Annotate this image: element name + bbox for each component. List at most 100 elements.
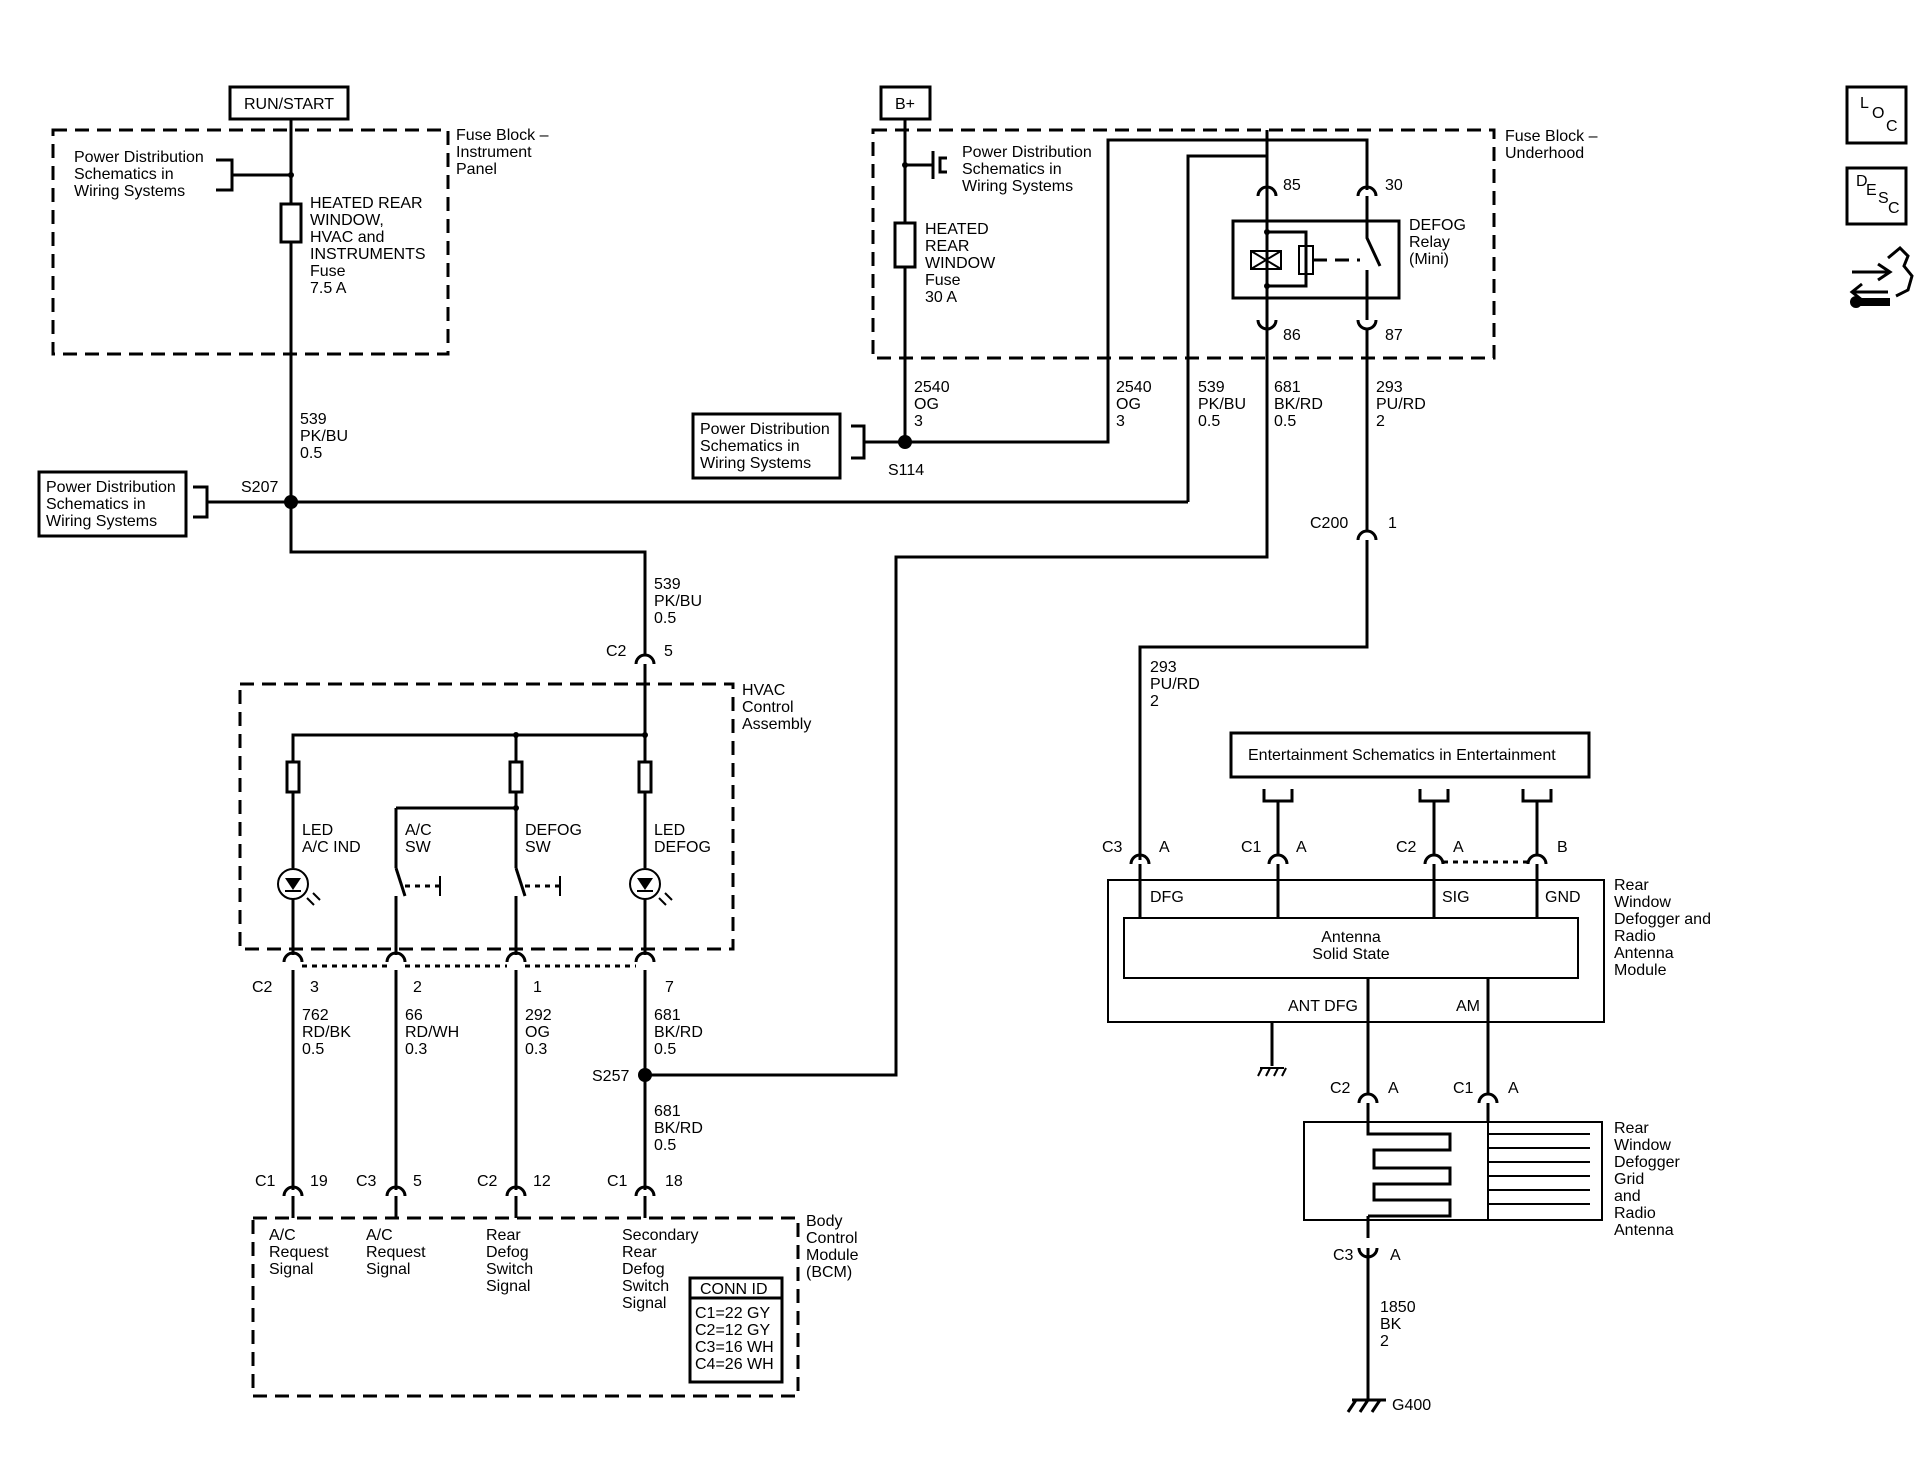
connector-c2-5-name: C2 [606, 643, 627, 660]
rear-window-grid-label: Rear Window Defogger Grid and Radio Ante… [1614, 1120, 1680, 1239]
svg-text:L: L [1860, 95, 1869, 112]
svg-text:(BCM): (BCM) [806, 1264, 852, 1281]
pin-label: 2 [413, 979, 422, 996]
fuse-block-instrument-panel [51, 128, 450, 356]
b-plus-box [879, 85, 932, 121]
svg-text:C: C [1888, 200, 1900, 217]
svg-text:3: 3 [1116, 413, 1125, 430]
wire-539-mid-label: 539 PK/BU 0.5 [654, 576, 702, 627]
pin-label: 1 [533, 979, 542, 996]
svg-text:Antenna: Antenna [1614, 1222, 1674, 1239]
bcm-signal-ac-2: A/C Request Signal [366, 1227, 426, 1278]
svg-text:Defogger: Defogger [1614, 1154, 1680, 1171]
resistor-led-ac [285, 760, 301, 794]
conn-id-table: CONN ID C1=22 GY C2=12 GY C3=16 WH C4=26… [688, 1276, 784, 1384]
svg-text:Window: Window [1614, 1137, 1671, 1154]
svg-text:Signal: Signal [269, 1261, 313, 1278]
svg-text:292: 292 [525, 1007, 552, 1024]
svg-text:Body: Body [806, 1213, 842, 1230]
desc-icon[interactable]: D E S C [1845, 166, 1908, 226]
connector-label: C2 [1330, 1080, 1351, 1097]
pin-label: A [1453, 839, 1464, 856]
resistor-switches [508, 760, 524, 794]
svg-text:RD/BK: RD/BK [302, 1024, 351, 1041]
svg-text:BK/RD: BK/RD [654, 1024, 703, 1041]
rear-window-module-label: Rear Window Defogger and Radio Antenna M… [1614, 877, 1711, 979]
svg-text:Rear: Rear [486, 1227, 521, 1244]
svg-text:RD/WH: RD/WH [405, 1024, 459, 1041]
connector-label: C3 [1102, 839, 1123, 856]
svg-text:Wiring Systems: Wiring Systems [46, 513, 157, 530]
fuse-7-5a-label: HEATED REAR WINDOW, HVAC and INSTRUMENTS… [310, 195, 426, 297]
svg-text:SW: SW [525, 839, 552, 856]
svg-text:Grid: Grid [1614, 1171, 1644, 1188]
connector-label: C3 [356, 1173, 377, 1190]
svg-text:Rear: Rear [622, 1244, 657, 1261]
svg-text:C3=16 WH: C3=16 WH [695, 1339, 774, 1356]
svg-text:Wiring Systems: Wiring Systems [962, 178, 1073, 195]
svg-text:66: 66 [405, 1007, 423, 1024]
svg-text:Signal: Signal [486, 1278, 530, 1295]
hvac-control-assembly-label: HVAC Control Assembly [742, 682, 811, 733]
svg-text:E: E [1866, 182, 1877, 199]
svg-text:WINDOW: WINDOW [925, 255, 996, 272]
svg-text:Antenna: Antenna [1614, 945, 1674, 962]
svg-text:Secondary: Secondary [622, 1227, 699, 1244]
antenna-solid-state [1123, 917, 1579, 979]
relay-pin-30: 30 [1385, 177, 1403, 194]
bcm-label: Body Control Module (BCM) [806, 1213, 859, 1281]
pin-label: A [1508, 1080, 1519, 1097]
svg-text:Module: Module [806, 1247, 859, 1264]
connector-grid-top [1357, 1092, 1499, 1122]
wire-681-a-label: 681 BK/RD 0.5 [654, 1007, 703, 1058]
pin-label: A [1296, 839, 1307, 856]
svg-text:SW: SW [405, 839, 432, 856]
svg-text:2: 2 [1376, 413, 1385, 430]
rear-window-module [1107, 879, 1605, 1023]
svg-text:Schematics in: Schematics in [962, 161, 1062, 178]
relay-pin-87: 87 [1385, 327, 1403, 344]
loc-icon[interactable]: L O C [1845, 85, 1908, 145]
wire-762-label: 762 RD/BK 0.5 [302, 1007, 351, 1058]
connector-bcm-row [282, 1185, 656, 1218]
module-output-am: AM [1456, 998, 1480, 1015]
connector-c2-5 [634, 653, 656, 665]
svg-text:LED: LED [302, 822, 333, 839]
wire-539-left-label: 539 PK/BU 0.5 [300, 411, 348, 462]
pin-label: 12 [533, 1173, 551, 1190]
relay-pin-85: 85 [1283, 177, 1301, 194]
pin-label: A [1388, 1080, 1399, 1097]
svg-text:Wiring Systems: Wiring Systems [700, 455, 811, 472]
svg-text:BK: BK [1380, 1316, 1402, 1333]
connector-label: C2 [1396, 839, 1417, 856]
svg-text:Panel: Panel [456, 161, 497, 178]
svg-text:BK/RD: BK/RD [654, 1120, 703, 1137]
entertainment-connectors [1262, 789, 1553, 856]
svg-text:HVAC and: HVAC and [310, 229, 384, 246]
svg-text:0.5: 0.5 [1198, 413, 1220, 430]
repair-icon[interactable] [1849, 245, 1914, 308]
svg-text:7.5 A: 7.5 A [310, 280, 347, 297]
svg-text:LED: LED [654, 822, 685, 839]
svg-text:REAR: REAR [925, 238, 969, 255]
b-plus-label: B+ [895, 96, 915, 113]
antenna-solid-state-label: Antenna [1321, 929, 1381, 946]
defog-relay [1231, 185, 1401, 331]
power-ref-s207 [37, 470, 188, 538]
svg-text:Defog: Defog [622, 1261, 665, 1278]
splice-s207-label: S207 [241, 479, 278, 496]
svg-text:2: 2 [1380, 1333, 1389, 1350]
svg-text:A/C: A/C [405, 822, 432, 839]
svg-text:Power Distribution: Power Distribution [962, 144, 1092, 161]
fuse-30a-label: HEATED REAR WINDOW Fuse 30 A [925, 221, 996, 306]
pin-label: 5 [413, 1173, 422, 1190]
svg-text:C: C [1886, 118, 1898, 135]
connector-c2-row [282, 951, 656, 968]
svg-text:1850: 1850 [1380, 1299, 1416, 1316]
svg-text:681: 681 [1274, 379, 1301, 396]
svg-text:O: O [1872, 105, 1884, 122]
connector-module-row [1129, 853, 1548, 918]
hvac-control-assembly [238, 682, 735, 951]
svg-text:Fuse Block –: Fuse Block – [456, 127, 549, 144]
